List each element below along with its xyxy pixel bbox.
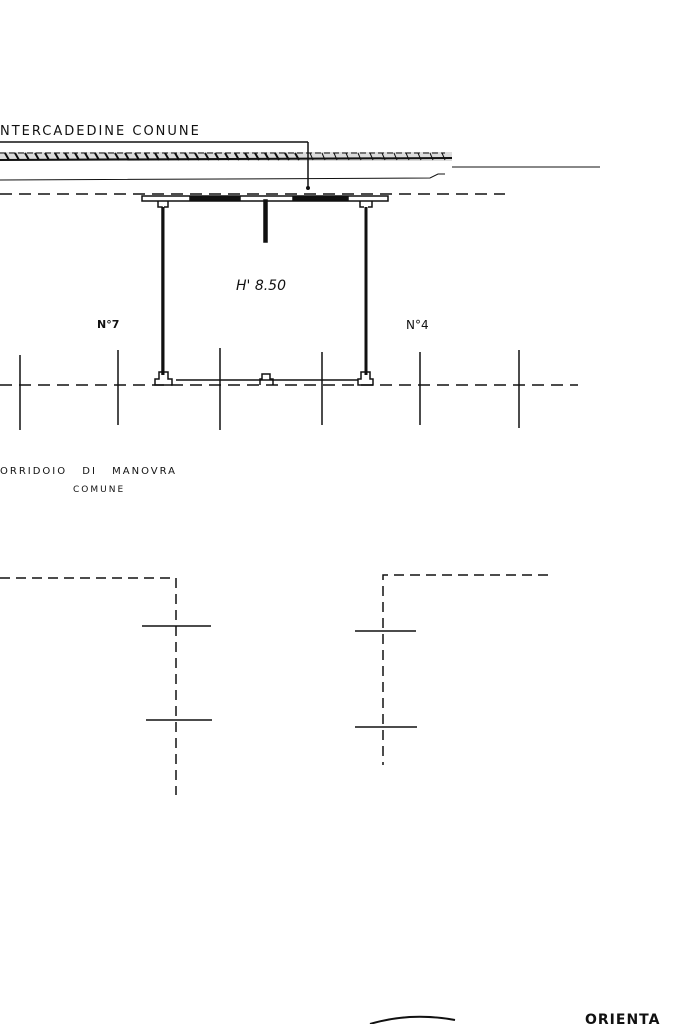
grid-ticks [19, 348, 520, 430]
corridor-label: ORRIDOIO DI MANOVRA [0, 466, 177, 477]
corridor-sub-label: COMUNE [73, 485, 126, 495]
unit-number-left: N°7 [97, 318, 120, 331]
orientation-label: ORIENTA [585, 1012, 661, 1028]
orientation-arc [369, 1015, 456, 1024]
intercapedine-label: NTERCADEDINE CONUNE [0, 124, 201, 139]
hatched-wall [0, 141, 600, 190]
unit-number-right: N°4 [406, 318, 429, 332]
lower-structure [0, 574, 548, 795]
height-label: H' 8.50 [236, 278, 286, 294]
garage-box [141, 195, 389, 386]
